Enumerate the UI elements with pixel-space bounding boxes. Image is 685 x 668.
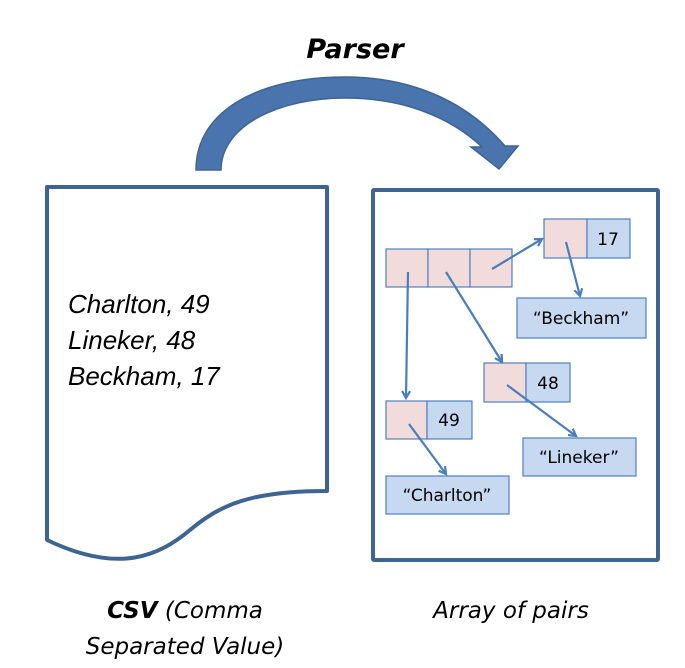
csv-caption-line2: Separated Value) <box>86 634 285 660</box>
array-cell <box>427 248 471 288</box>
pointer-arrow-icon <box>445 271 502 362</box>
csv-lines: Charlton, 49 Lineker, 48 Beckham, 17 <box>68 289 221 391</box>
string-value: “Lineker” <box>539 448 619 468</box>
pair-lineker: 48 <box>483 362 571 403</box>
string-box <box>522 437 637 477</box>
pair-charlton: 49 <box>385 400 473 440</box>
csv-document-shape <box>45 185 329 561</box>
string-charlton: “Charlton” <box>385 475 510 515</box>
csv-caption-bold: CSV <box>107 598 160 624</box>
pair-beckham: 17 <box>543 218 631 259</box>
csv-line: Lineker, 48 <box>68 325 196 355</box>
string-box <box>385 475 510 515</box>
csv-line: Beckham, 17 <box>68 361 221 391</box>
string-box <box>516 297 647 339</box>
string-lineker: “Lineker” <box>522 437 637 477</box>
pointer-arrow-icon <box>506 384 576 436</box>
pair-pointer-cell <box>483 362 527 403</box>
pair-pointer-cell <box>543 218 588 259</box>
csv-line: Charlton, 49 <box>68 289 210 319</box>
csv-caption-rest: (Comma <box>158 598 263 624</box>
pair-value-cell <box>426 400 473 440</box>
parser-title: Parser <box>306 34 405 65</box>
pointer-arrow-icon <box>491 239 542 270</box>
array-cell <box>469 248 513 288</box>
pair-pointer-cell <box>385 400 428 440</box>
pair-value: 17 <box>597 230 619 250</box>
pair-value: 49 <box>438 411 460 431</box>
array-caption: Array of pairs <box>431 598 589 624</box>
string-value: “Beckham” <box>533 309 629 329</box>
string-beckham: “Beckham” <box>516 297 647 339</box>
pointer-arrow-icon <box>406 271 408 398</box>
csv-caption-line1: CSV (Comma <box>107 598 263 624</box>
string-value: “Charlton” <box>403 486 492 506</box>
parser-curved-arrow-icon <box>195 76 520 171</box>
pair-value-cell <box>586 218 631 259</box>
pair-value-cell <box>525 362 571 403</box>
pointer-arrow-icon <box>408 423 446 474</box>
pointer-arrow-icon <box>564 241 580 296</box>
pair-value: 48 <box>537 374 559 394</box>
pointer-links <box>406 239 580 474</box>
